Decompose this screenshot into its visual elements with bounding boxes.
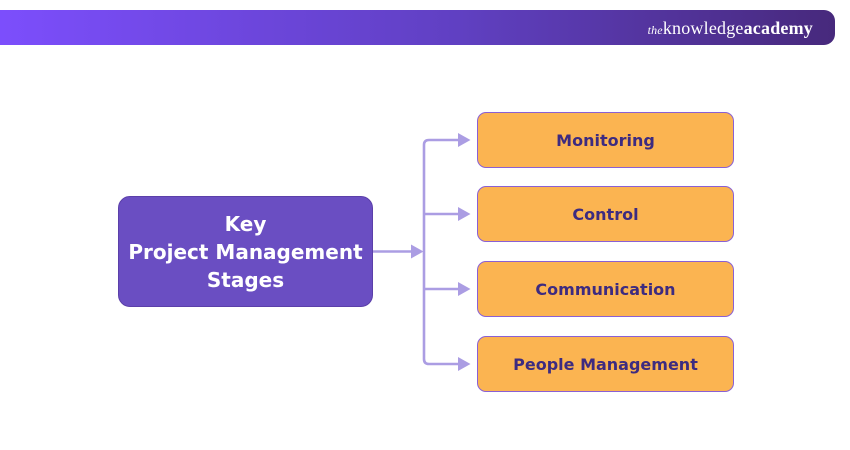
brand-logo: theknowledgeacademy (648, 19, 813, 37)
stage-node-label: Communication (535, 279, 676, 299)
stage-node-monitoring: Monitoring (477, 112, 734, 168)
stage-node-label: People Management (513, 354, 698, 374)
stage-node-control: Control (477, 186, 734, 242)
logo-word-academy: academy (743, 17, 813, 38)
arrowhead-root-icon (411, 244, 424, 259)
arrowhead-monitoring-icon (458, 133, 471, 147)
root-node-label: Key Project Management Stages (128, 211, 363, 292)
arrowhead-control-icon (458, 207, 471, 221)
logo-word-the: the (647, 22, 663, 37)
stage-node-label: Control (572, 204, 639, 224)
stage-node-label: Monitoring (556, 130, 655, 150)
header-bar: theknowledgeacademy (0, 10, 835, 45)
stage-node-people-management: People Management (477, 336, 734, 392)
stage-node-communication: Communication (477, 261, 734, 317)
root-node-key-stages: Key Project Management Stages (118, 196, 373, 307)
logo-word-knowledge: knowledge (662, 17, 744, 38)
arrowhead-communication-icon (458, 282, 471, 296)
connector-trunk (422, 138, 459, 366)
arrowhead-people-icon (458, 357, 471, 371)
